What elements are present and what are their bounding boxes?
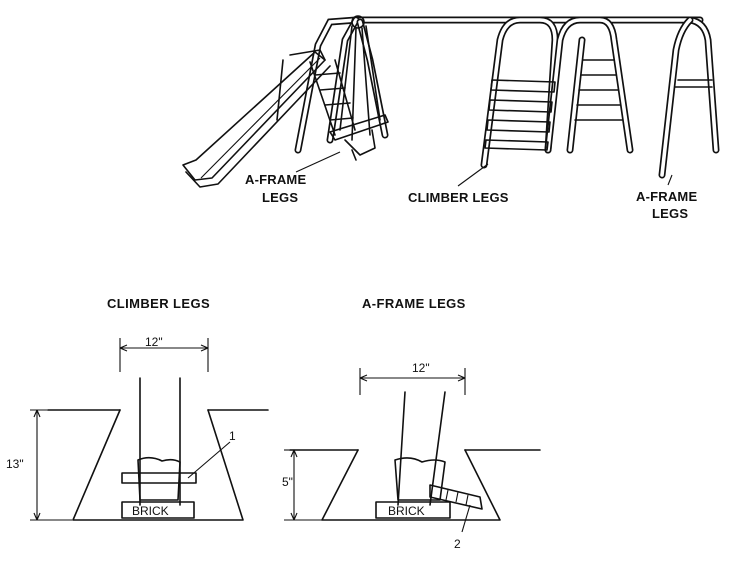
aframe-detail-title: A-FRAME LEGS xyxy=(362,296,466,311)
aframe-depth-dim: 5" xyxy=(282,475,293,489)
callout-2: 2 xyxy=(454,537,461,551)
leader-left-aframe xyxy=(295,151,341,173)
label-right-aframe-1: A-FRAME xyxy=(636,189,697,204)
label-climber-legs: CLIMBER LEGS xyxy=(408,190,509,205)
right-a-frame xyxy=(658,16,720,179)
label-left-aframe-1: A-FRAME xyxy=(245,172,306,187)
aframe-brick-label: BRICK xyxy=(388,504,425,518)
label-left-aframe-2: LEGS xyxy=(262,190,298,205)
callout-1: 1 xyxy=(229,429,236,443)
climber-frame xyxy=(480,16,634,169)
a-frame-legs-detail: A-FRAME LEGS 12" BRICK 5" 2 xyxy=(282,296,541,551)
slide xyxy=(182,49,331,188)
aframe-width-dim: 12" xyxy=(412,361,430,375)
climber-legs-detail: CLIMBER LEGS 12" BRICK 13" 1 xyxy=(6,296,269,521)
leader-right-aframe xyxy=(667,174,673,186)
climber-width-dim: 12" xyxy=(145,335,163,349)
glider-swing xyxy=(329,15,389,161)
climber-depth-dim: 13" xyxy=(6,457,24,471)
playset-illustration xyxy=(182,15,720,188)
climber-brick-label: BRICK xyxy=(132,504,169,518)
leader-climber xyxy=(457,163,489,187)
slide-ladder xyxy=(309,59,356,136)
climber-detail-title: CLIMBER LEGS xyxy=(107,296,210,311)
label-right-aframe-2: LEGS xyxy=(652,206,688,221)
